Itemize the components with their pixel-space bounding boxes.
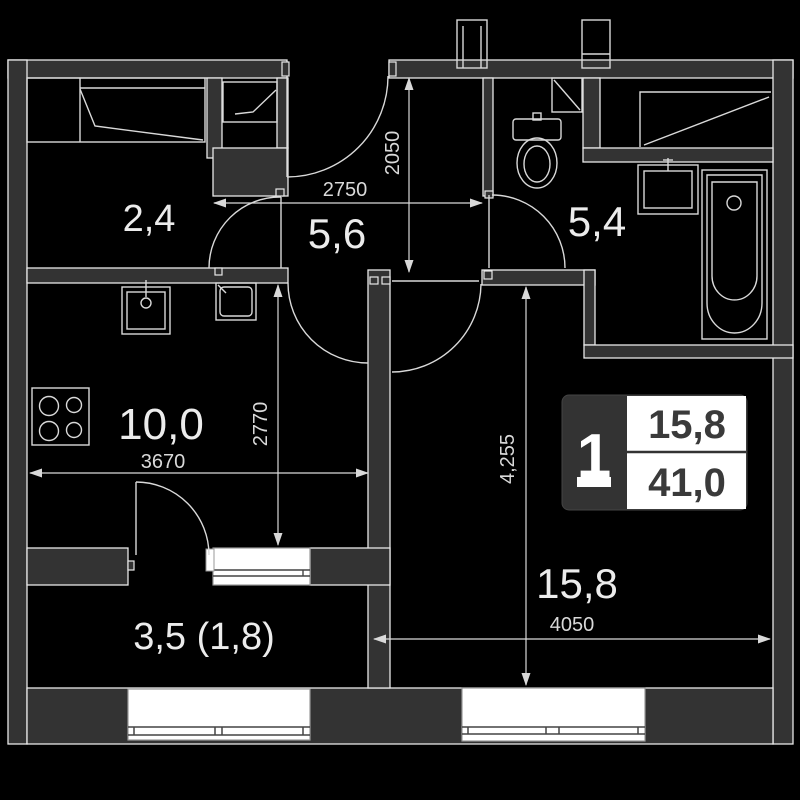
- kitchen-door: [287, 282, 369, 364]
- room-label-balcony: 3,5 (1,8): [133, 616, 275, 658]
- entry-door: [286, 75, 389, 178]
- jamb-balcony-door: [127, 560, 135, 571]
- wall-bathroom-jog: [583, 269, 596, 346]
- wardrobe-closet: [222, 81, 278, 123]
- wall-top-right: [388, 59, 794, 79]
- wall-niche-left: [206, 77, 223, 159]
- door-jambs: [127, 61, 494, 571]
- dim-label-living-width: 4050: [550, 614, 595, 636]
- window-balcony: [127, 688, 311, 741]
- bath-closet: [551, 77, 583, 113]
- jamb-entry-left: [281, 61, 290, 77]
- badge-living-area: 15,8: [648, 403, 726, 447]
- bed: [26, 77, 206, 143]
- dimension-labels: 2750 2050 2770 3670 4,255 4050: [141, 131, 595, 636]
- wall-balcony-divider-left: [26, 547, 129, 586]
- stove: [31, 387, 90, 446]
- room-label-living: 15,8: [536, 560, 618, 607]
- dim-label-kitchen-depth: 2770: [250, 402, 272, 447]
- jamb-entry-right: [388, 61, 397, 77]
- fixtures: [26, 77, 771, 446]
- doors: [135, 75, 566, 556]
- toilet: [512, 112, 562, 189]
- wall-center-vertical: [367, 269, 391, 689]
- dim-label-hallway-width: 2750: [323, 179, 368, 201]
- wall-left: [7, 59, 28, 745]
- jamb-center-wall-b: [381, 276, 391, 285]
- wall-bathroom-left: [482, 77, 494, 197]
- room-label-kitchen: 10,0: [118, 400, 204, 449]
- wall-bathroom-bottom: [583, 344, 794, 359]
- windows: [127, 547, 646, 742]
- badge-total-area: 41,0: [648, 461, 726, 505]
- wall-bath-niche-left: [582, 77, 601, 149]
- jamb-center-wall-a: [369, 276, 379, 285]
- jamb-kitchen-wall: [214, 267, 223, 276]
- balcony-door: [135, 481, 210, 556]
- dim-label-kitchen-width: 3670: [141, 451, 186, 473]
- room-labels: 2,4 5,6 5,4 10,0 3,5 (1,8) 15,8: [118, 198, 626, 658]
- wall-bath-niche-bottom: [582, 147, 774, 163]
- bathroom-door: [488, 194, 566, 269]
- dimensions: [29, 77, 771, 686]
- area-badge: 1 15,8 41,0: [561, 394, 748, 511]
- room-label-bathroom: 5,4: [568, 198, 626, 245]
- wall-bedroom-kitchen-divider: [26, 267, 289, 284]
- bathtub: [701, 169, 768, 340]
- wall-niche-chunk: [212, 147, 289, 197]
- dim-label-hallway-depth: 2050: [382, 131, 404, 176]
- bathroom-sink: [637, 158, 699, 215]
- window-balcony-sill: [205, 547, 311, 586]
- window-living: [461, 687, 646, 742]
- wall-right: [772, 59, 794, 745]
- room-label-wardrobe: 2,4: [123, 198, 176, 240]
- bedroom-door: [208, 196, 282, 269]
- washing-machine: [215, 282, 257, 321]
- jamb-living-door: [483, 270, 493, 280]
- bath-cabinet: [639, 91, 771, 147]
- vent-shaft-1: [456, 19, 488, 69]
- jamb-bedroom-door: [275, 188, 285, 197]
- kitchen-sink: [121, 280, 171, 335]
- shafts: [456, 19, 611, 69]
- wall-balcony-divider-right: [309, 547, 391, 586]
- dim-label-living-depth: 4,255: [497, 434, 519, 484]
- room-label-hallway: 5,6: [308, 210, 366, 257]
- badge-rooms-count-base: [577, 477, 611, 487]
- vent-shaft-2: [581, 19, 611, 69]
- wall-top-left: [7, 59, 288, 79]
- wall-hall-living-divider: [481, 269, 596, 286]
- living-door: [391, 280, 482, 373]
